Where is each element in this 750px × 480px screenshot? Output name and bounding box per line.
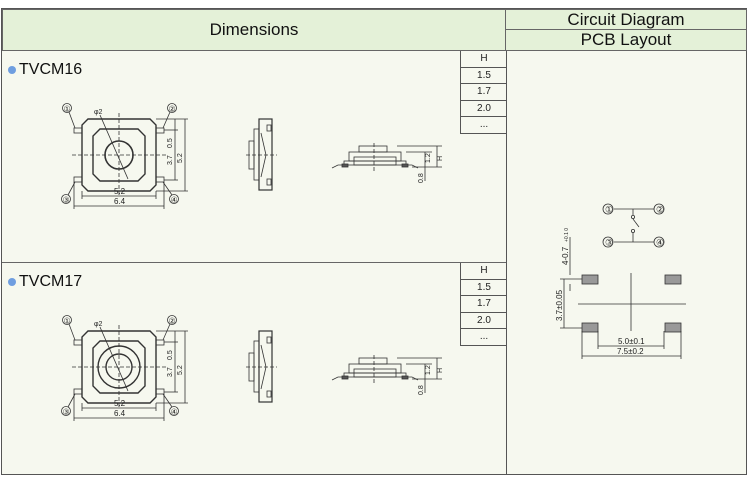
height-table-cell: 1.7 (461, 296, 507, 313)
bullet-icon (8, 66, 16, 74)
pin-1-label: ① (605, 205, 613, 215)
dim-d64-label: 6.4 (114, 409, 126, 418)
model-title: TVCM17 (8, 273, 82, 291)
spec-sheet: Dimensions Circuit Diagram PCB Layout TV… (1, 8, 747, 475)
dim-p1-label: ① (64, 317, 71, 326)
pad-size-label: 4-0.7 (561, 246, 570, 265)
model-title: TVCM16 (8, 61, 82, 79)
height-table-cell: 1.5 (461, 68, 507, 84)
pad (581, 322, 599, 333)
dim-p2-label: ② (169, 317, 176, 326)
dim-d05-label: 0.5 (167, 138, 174, 148)
pad-tolerance-label: +0.1 0 (564, 228, 570, 242)
model-name: TVCM16 (19, 61, 83, 78)
pcb-layout-header: PCB Layout (505, 29, 747, 51)
dim-d52h-label: 5.2 (114, 399, 126, 408)
height-table-cell: ... (461, 329, 507, 346)
pitch-v-label: 3.7±0.05 (555, 289, 564, 321)
front-view: 1.2 H 0.8 (331, 143, 444, 183)
dim-phi-label: φ2 (94, 109, 103, 116)
dim-d05-label: 0.5 (167, 350, 174, 360)
circuit-pcb-drawing: ① ② ③ ④ 5.0±0.1 (555, 203, 686, 359)
pin-4-label: ④ (656, 238, 664, 248)
dim-d08-label: 0.8 (418, 173, 425, 183)
side-view (246, 118, 277, 191)
dim-d64-label: 6.4 (114, 197, 126, 206)
dim-p4-label: ④ (171, 196, 178, 205)
dim-d52v-label: 5.2 (177, 153, 184, 163)
pad (664, 322, 682, 333)
pin-2-label: ② (656, 205, 664, 215)
width-label: 7.5±0.2 (617, 347, 644, 356)
height-table-cell: H (461, 51, 507, 68)
height-table-cell: H (461, 263, 507, 280)
circuit-diagram: ① ② ③ ④ (602, 203, 665, 248)
front-view: 1.2 H 0.8 (331, 355, 444, 395)
dim-p3-label: ③ (63, 408, 70, 417)
pad (581, 274, 599, 285)
height-table-cell: 2.0 (461, 101, 507, 117)
dim-p3-label: ③ (63, 196, 70, 205)
height-table-cell: ... (461, 117, 507, 134)
pcb-layout: 5.0±0.1 7.5±0.2 3.7±0.05 4-0.7 +0.1 0 (555, 228, 686, 359)
dim-dh-label: H (437, 156, 444, 161)
circuit-pcb-panel: ① ② ③ ④ 5.0±0.1 (506, 51, 749, 475)
circuit-diagram-header: Circuit Diagram (505, 9, 747, 30)
dim-p1-label: ① (64, 105, 71, 114)
model-name: TVCM17 (19, 273, 83, 290)
height-table-cell: 1.7 (461, 84, 507, 101)
pad (664, 274, 682, 285)
dim-d37-label: 3.7 (167, 155, 174, 165)
dim-d52h-label: 5.2 (114, 187, 126, 196)
dim-d37-label: 3.7 (167, 367, 174, 377)
dim-d08-label: 0.8 (418, 385, 425, 395)
bullet-icon (8, 278, 16, 286)
dim-d52v-label: 5.2 (177, 365, 184, 375)
dim-d12-label: 1.2 (425, 365, 432, 375)
pitch-h-label: 5.0±0.1 (618, 337, 645, 346)
dim-dh-label: H (437, 368, 444, 373)
side-view (246, 330, 277, 403)
dim-d12-label: 1.2 (425, 153, 432, 163)
dimensions-header: Dimensions (2, 9, 506, 51)
pin-3-label: ③ (605, 238, 613, 248)
height-table-cell: 2.0 (461, 313, 507, 329)
dim-p2-label: ② (169, 105, 176, 114)
height-table-cell: 1.5 (461, 280, 507, 296)
dim-p4-label: ④ (171, 408, 178, 417)
dim-phi-label: φ2 (94, 321, 103, 328)
